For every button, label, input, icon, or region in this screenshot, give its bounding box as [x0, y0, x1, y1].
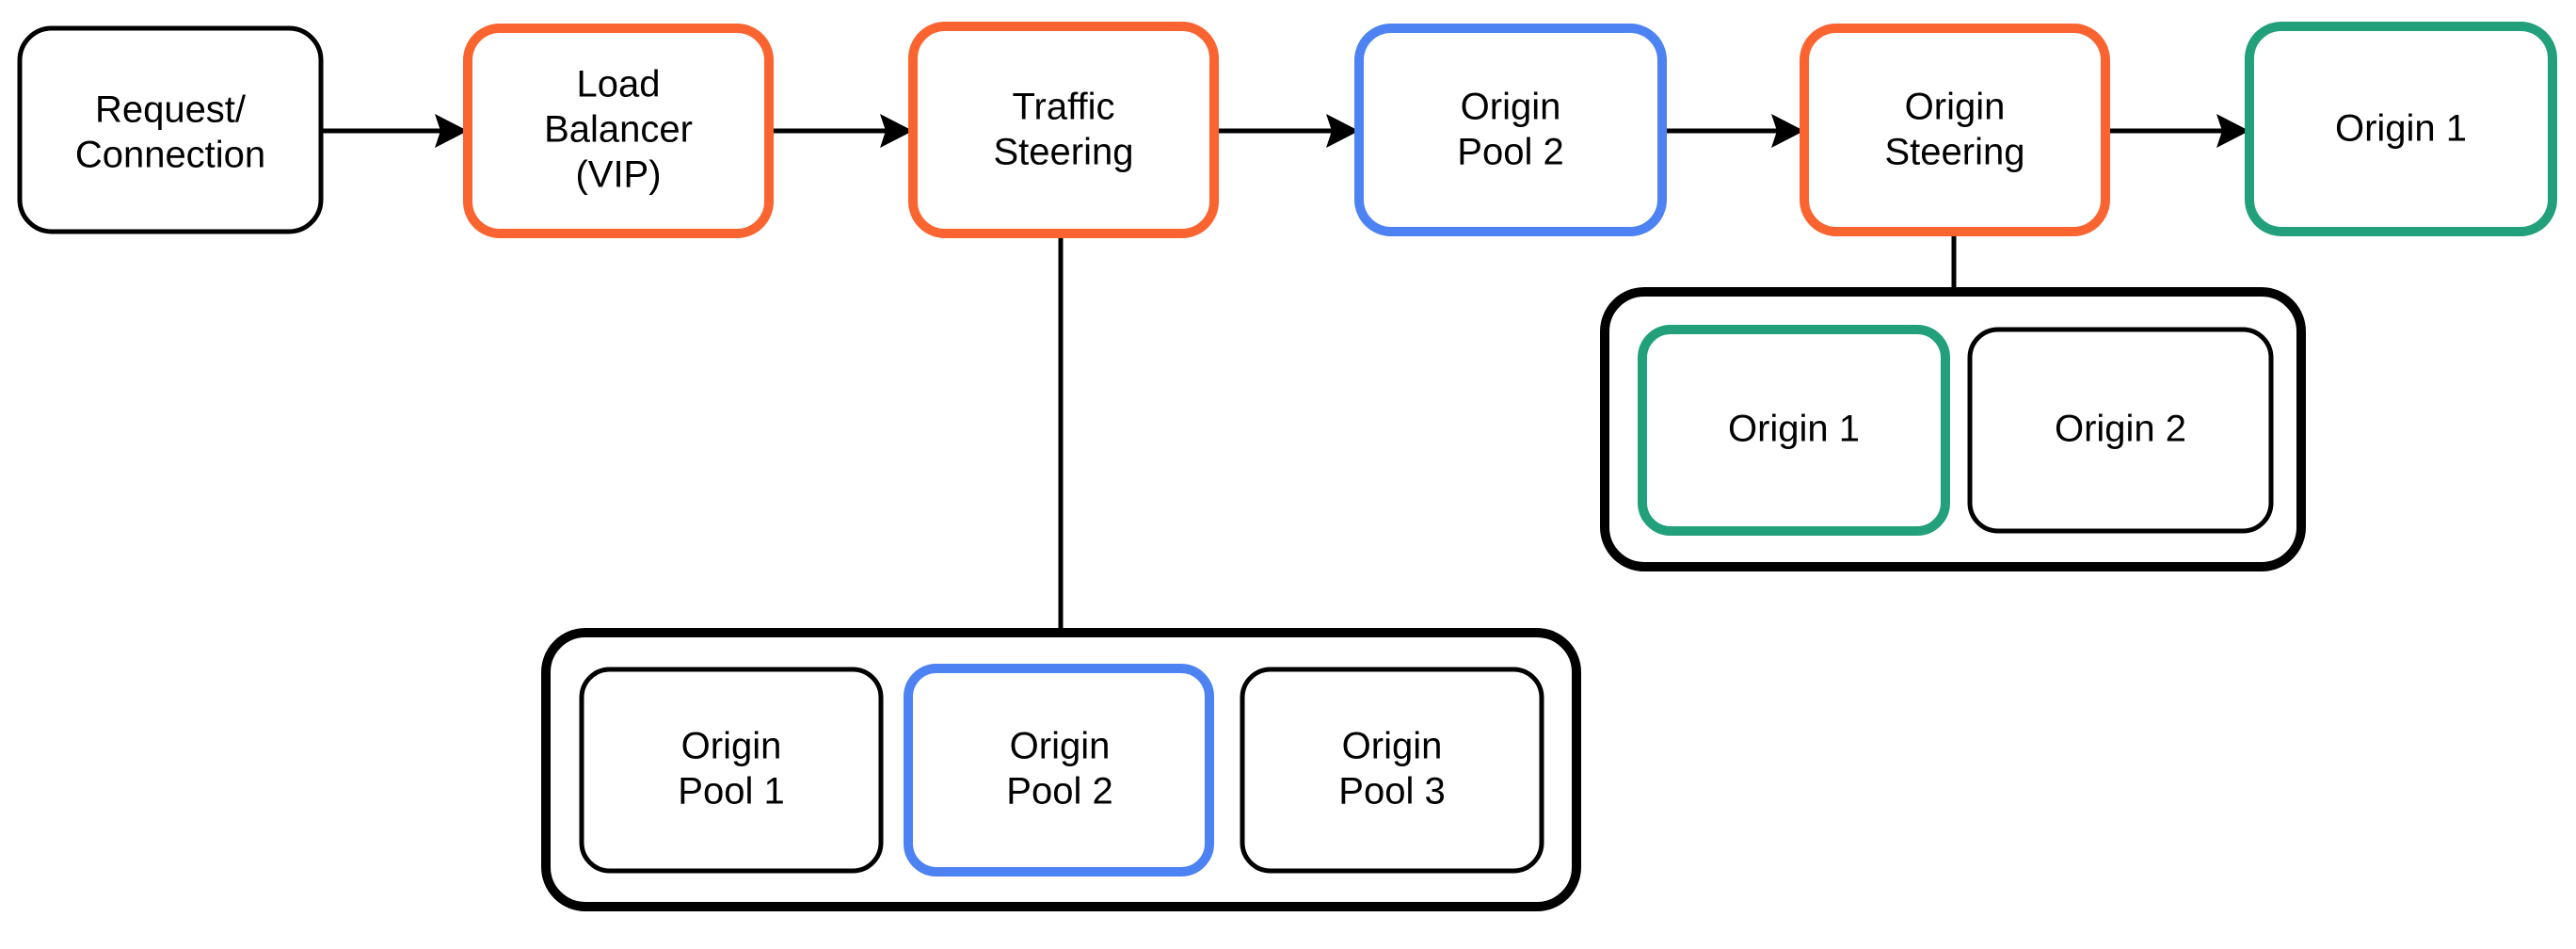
origin-1-top-box[interactable] [2245, 22, 2557, 236]
edge-request-to-load-balancer [321, 114, 468, 148]
origin-1-label: Origin 1 [1728, 409, 1860, 450]
origin-pool-2-box[interactable] [904, 664, 1214, 877]
node-origin-pool-1[interactable]: Origin Pool 1 [579, 667, 884, 874]
load-balancer-label-line3: (VIP) [575, 154, 661, 196]
edge-origin-pool-2-to-origin-steering [1662, 114, 1804, 148]
edge-origin-steering-to-origin-1 [2105, 114, 2249, 148]
origin-1-top-label-line1: Origin 1 [2335, 108, 2467, 150]
request-connection-label-line1: Request/ [95, 89, 247, 131]
origin-pool-1-label-line1: Origin [681, 726, 782, 767]
node-origin-pool-3[interactable]: Origin Pool 3 [1240, 667, 1544, 874]
node-traffic-steering[interactable]: Traffic Steering [908, 22, 1219, 238]
origin-1-box[interactable] [1638, 325, 1950, 536]
origin-steering-label-line2: Steering [1885, 132, 2025, 173]
origin-steering-box[interactable] [1800, 24, 2110, 236]
origin-pool-3-label-line2: Pool 3 [1338, 771, 1445, 812]
request-connection-label-line2: Connection [75, 135, 265, 176]
node-load-balancer[interactable]: Load Balancer (VIP) [463, 24, 774, 238]
origin-pool-1-box[interactable] [579, 667, 884, 874]
request-connection-box[interactable] [17, 25, 324, 234]
group-origin-pool-group: Origin Pool 1 Origin Pool 2 Origin Pool … [541, 628, 1581, 911]
traffic-steering-label-line1: Traffic [1013, 87, 1115, 128]
origin-pool-2-top-box[interactable] [1354, 24, 1667, 236]
origin-pool-3-label-line1: Origin [1342, 726, 1443, 767]
edges-layer [321, 114, 2249, 635]
load-balancer-label-line2: Balancer [544, 109, 693, 151]
origin-pool-3-box[interactable] [1240, 667, 1544, 874]
origin-pool-2-top-label-line1: Origin [1461, 87, 1561, 128]
node-origin-pool-2[interactable]: Origin Pool 2 [904, 664, 1214, 877]
load-balancer-box[interactable] [463, 24, 774, 238]
group-origin-group: Origin 1 Origin 2 [1600, 287, 2306, 571]
edge-load-balancer-to-traffic-steering [769, 114, 913, 148]
origin-pool-2-top-label-line2: Pool 2 [1457, 132, 1563, 173]
traffic-steering-box[interactable] [908, 22, 1219, 238]
node-origin-2[interactable]: Origin 2 [1967, 327, 2274, 534]
origin-pool-1-label-line2: Pool 1 [678, 771, 784, 812]
origin-pool-2-label-line2: Pool 2 [1006, 771, 1112, 812]
node-origin-1[interactable]: Origin 1 [1638, 325, 1950, 536]
node-origin-steering[interactable]: Origin Steering [1800, 24, 2110, 236]
traffic-steering-label-line2: Steering [994, 132, 1134, 173]
edge-traffic-steering-to-origin-pool-2 [1214, 114, 1359, 148]
origin-2-label: Origin 2 [2055, 409, 2186, 450]
load-balancer-label-line1: Load [577, 64, 661, 105]
origin-steering-label-line1: Origin [1905, 87, 2006, 128]
node-origin-1-top[interactable]: Origin 1 [2245, 22, 2557, 236]
node-origin-pool-2-top[interactable]: Origin Pool 2 [1354, 24, 1667, 236]
origin-pool-2-label-line1: Origin [1010, 726, 1111, 767]
origin-2-box[interactable] [1967, 327, 2274, 534]
node-request-connection[interactable]: Request/ Connection [17, 25, 324, 234]
